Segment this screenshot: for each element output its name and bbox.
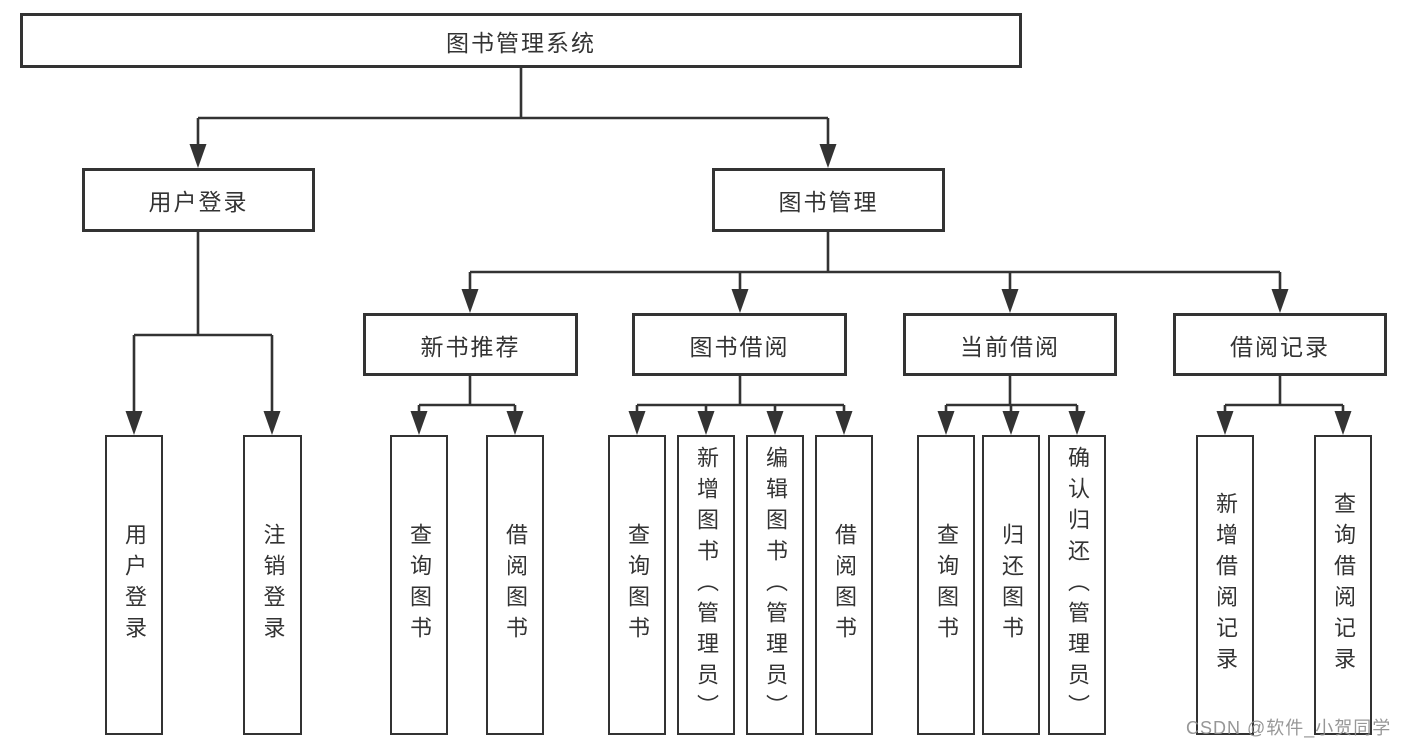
node-label: 确认归还（管理员） xyxy=(1065,445,1090,725)
leaf-edit-books-admin: 编辑图书（管理员） xyxy=(746,435,804,735)
leaf-logout-login: 注销登录 xyxy=(243,435,302,735)
leaf-query-books-recommend: 查询图书 xyxy=(390,435,448,735)
csdn-watermark: CSDN @软件_小贺同学 xyxy=(1186,718,1392,738)
node-label: 注销登录 xyxy=(260,523,286,647)
leaf-user-login: 用户登录 xyxy=(105,435,163,735)
node-label: 借阅记录 xyxy=(1230,333,1330,360)
leaf-confirm-return-admin: 确认归还（管理员） xyxy=(1048,435,1106,735)
node-label: 借阅图书 xyxy=(832,523,857,647)
node-label: 图书管理 xyxy=(778,189,879,215)
node-library-system: 图书管理系统 xyxy=(20,13,1022,68)
node-label: 查询图书 xyxy=(934,523,959,647)
node-label: 用户登录 xyxy=(148,189,249,215)
node-label: 用户登录 xyxy=(122,523,147,647)
node-label: 图书管理系统 xyxy=(446,29,596,56)
leaf-borrow-books-recommend: 借阅图书 xyxy=(486,435,544,735)
leaf-add-books-admin: 新增图书（管理员） xyxy=(677,435,735,735)
node-label: 新增图书（管理员） xyxy=(694,445,719,725)
arrowheads xyxy=(125,144,1352,435)
node-label: 查询借阅记录 xyxy=(1331,492,1356,678)
leaf-query-books-borrowing: 查询图书 xyxy=(608,435,666,735)
leaf-return-books: 归还图书 xyxy=(982,435,1040,735)
leaf-borrow-books-borrowing: 借阅图书 xyxy=(815,435,873,735)
leaf-query-books-current: 查询图书 xyxy=(917,435,975,735)
node-new-book-recommend: 新书推荐 xyxy=(363,313,578,376)
node-label: 新增借阅记录 xyxy=(1213,492,1238,678)
node-book-management: 图书管理 xyxy=(712,168,945,232)
node-label: 图书借阅 xyxy=(689,333,790,360)
node-label: 查询图书 xyxy=(407,523,432,647)
node-label: 编辑图书（管理员） xyxy=(763,445,788,725)
node-label: 借阅图书 xyxy=(503,523,528,647)
node-label: 查询图书 xyxy=(625,523,650,647)
node-label: 当前借阅 xyxy=(960,333,1060,360)
leaf-query-borrow-record: 查询借阅记录 xyxy=(1314,435,1372,735)
node-label: 归还图书 xyxy=(999,523,1024,647)
node-book-borrowing: 图书借阅 xyxy=(632,313,847,376)
node-label: 新书推荐 xyxy=(420,333,521,360)
node-user-login: 用户登录 xyxy=(82,168,315,232)
node-current-borrowing: 当前借阅 xyxy=(903,313,1117,376)
node-borrowing-records: 借阅记录 xyxy=(1173,313,1387,376)
leaf-add-borrow-record: 新增借阅记录 xyxy=(1196,435,1254,735)
